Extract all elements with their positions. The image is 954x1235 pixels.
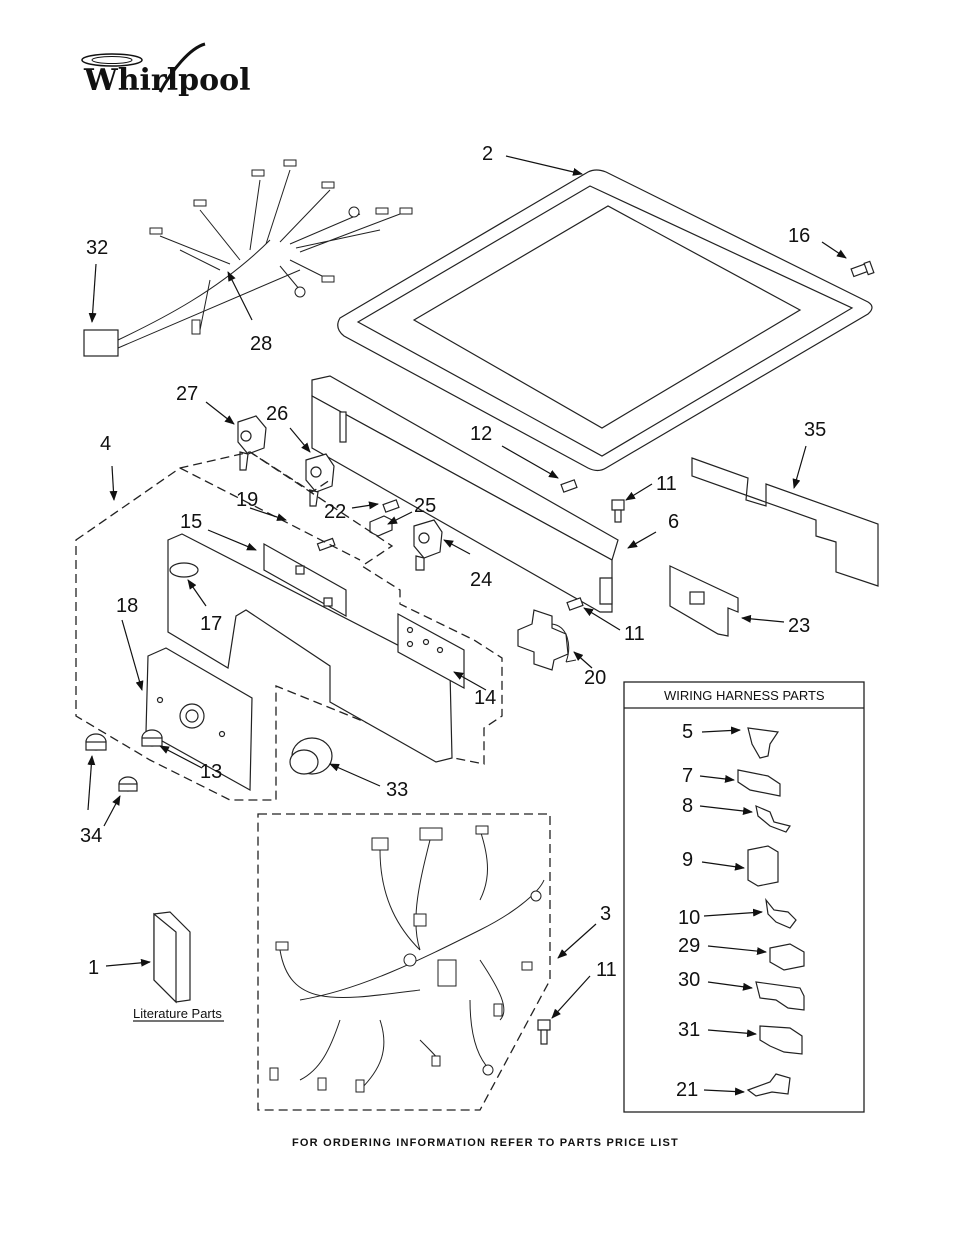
part-knob-34b <box>118 776 138 792</box>
part-knob-13 <box>141 729 163 747</box>
part-console-frame <box>311 375 619 613</box>
callout-25: 25 <box>414 495 436 517</box>
callout-3: 3 <box>600 903 611 925</box>
part-harness-3 <box>269 825 545 1093</box>
brand-name: Whirlpool <box>83 63 251 98</box>
wiring-item-30: 30 <box>678 969 700 991</box>
part-screw-11-bottom <box>537 1019 551 1045</box>
callout-26: 26 <box>266 403 288 425</box>
callout-2: 2 <box>482 143 493 165</box>
part-knob-34a <box>85 733 107 751</box>
callout-15: 15 <box>180 511 202 533</box>
callout-17: 17 <box>200 613 222 635</box>
part-top-panel <box>337 169 873 472</box>
wiring-item-31: 31 <box>678 1019 700 1041</box>
callout-11-top: 11 <box>656 473 677 495</box>
literature-label: Literature Parts <box>133 1006 222 1021</box>
assembly-outline-4 <box>75 451 503 801</box>
callout-32: 32 <box>86 237 108 259</box>
callout-11-bottom: 11 <box>596 959 617 981</box>
callout-12: 12 <box>470 423 492 445</box>
part-board-19 <box>263 537 347 618</box>
harness-box-3 <box>257 813 551 1111</box>
callout-14: 14 <box>474 687 496 709</box>
part-screw-11-top <box>611 499 625 523</box>
callout-27: 27 <box>176 383 198 405</box>
footer-note: FOR ORDERING INFORMATION REFER TO PARTS … <box>292 1137 679 1149</box>
callout-arrows <box>87 155 847 1096</box>
part-screw-12 <box>560 479 578 493</box>
part-harness-28 <box>83 159 413 357</box>
wiring-item-29: 29 <box>678 935 700 957</box>
part-control-board-23 <box>669 565 739 637</box>
part-insulation-35 <box>691 457 879 587</box>
whirlpool-logo: Whirlpool <box>81 42 251 98</box>
callout-34: 34 <box>80 825 102 847</box>
callout-35: 35 <box>804 419 826 441</box>
callout-18: 18 <box>116 595 138 617</box>
wiring-item-5: 5 <box>682 721 693 743</box>
part-panel-14 <box>397 612 465 690</box>
wiring-item-8: 8 <box>682 795 693 817</box>
wiring-box-title: WIRING HARNESS PARTS <box>664 688 825 703</box>
callout-16: 16 <box>788 225 810 247</box>
part-overlay-18 <box>145 647 253 792</box>
callout-6: 6 <box>668 511 679 533</box>
callout-4: 4 <box>100 433 111 455</box>
callout-22: 22 <box>324 501 346 523</box>
part-screw-16 <box>850 260 875 278</box>
callout-28: 28 <box>250 333 272 355</box>
callout-33: 33 <box>386 779 408 801</box>
wiring-harness-parts-box <box>623 681 865 1113</box>
callout-11-mid: 11 <box>624 623 645 645</box>
part-literature-1 <box>153 911 191 1004</box>
wiring-item-9: 9 <box>682 849 693 871</box>
part-switch-24 <box>413 519 443 571</box>
part-clip-25 <box>369 515 393 537</box>
part-screw-22 <box>382 499 400 513</box>
callout-23: 23 <box>788 615 810 637</box>
part-knob-33 <box>289 737 333 775</box>
callout-24: 24 <box>470 569 492 591</box>
callout-19: 19 <box>236 489 258 511</box>
wiring-item-10: 10 <box>678 907 700 929</box>
part-timer-27 <box>237 415 267 471</box>
wiring-item-21: 21 <box>676 1079 698 1101</box>
callout-20: 20 <box>584 667 606 689</box>
callout-1: 1 <box>88 957 99 979</box>
wiring-item-7: 7 <box>682 765 693 787</box>
callout-13: 13 <box>200 761 222 783</box>
part-switch-20 <box>517 609 577 671</box>
part-screw-11-mid <box>566 597 584 611</box>
